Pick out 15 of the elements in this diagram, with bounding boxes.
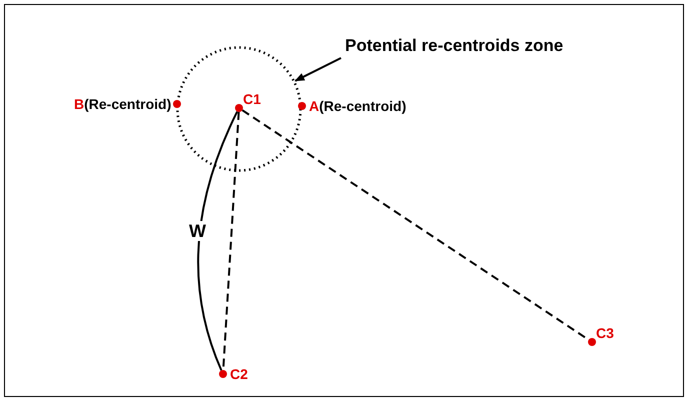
point-label: B(Re-centroid) bbox=[74, 96, 172, 112]
point-label: C1 bbox=[243, 91, 261, 107]
point-marker bbox=[173, 100, 181, 108]
dotted-zone-circle bbox=[176, 46, 302, 172]
point-marker bbox=[219, 370, 227, 378]
point-marker bbox=[298, 102, 306, 110]
point-label: A(Re-centroid) bbox=[309, 98, 406, 114]
point-marker bbox=[235, 104, 243, 112]
edge-label: W bbox=[188, 221, 207, 241]
point-marker bbox=[588, 338, 596, 346]
leader-arrow bbox=[294, 57, 342, 82]
point-label: C3 bbox=[596, 325, 614, 341]
point-label: C2 bbox=[230, 366, 248, 382]
zone-label: Potential re-centroids zone bbox=[345, 36, 667, 56]
curved-line bbox=[197, 111, 238, 371]
